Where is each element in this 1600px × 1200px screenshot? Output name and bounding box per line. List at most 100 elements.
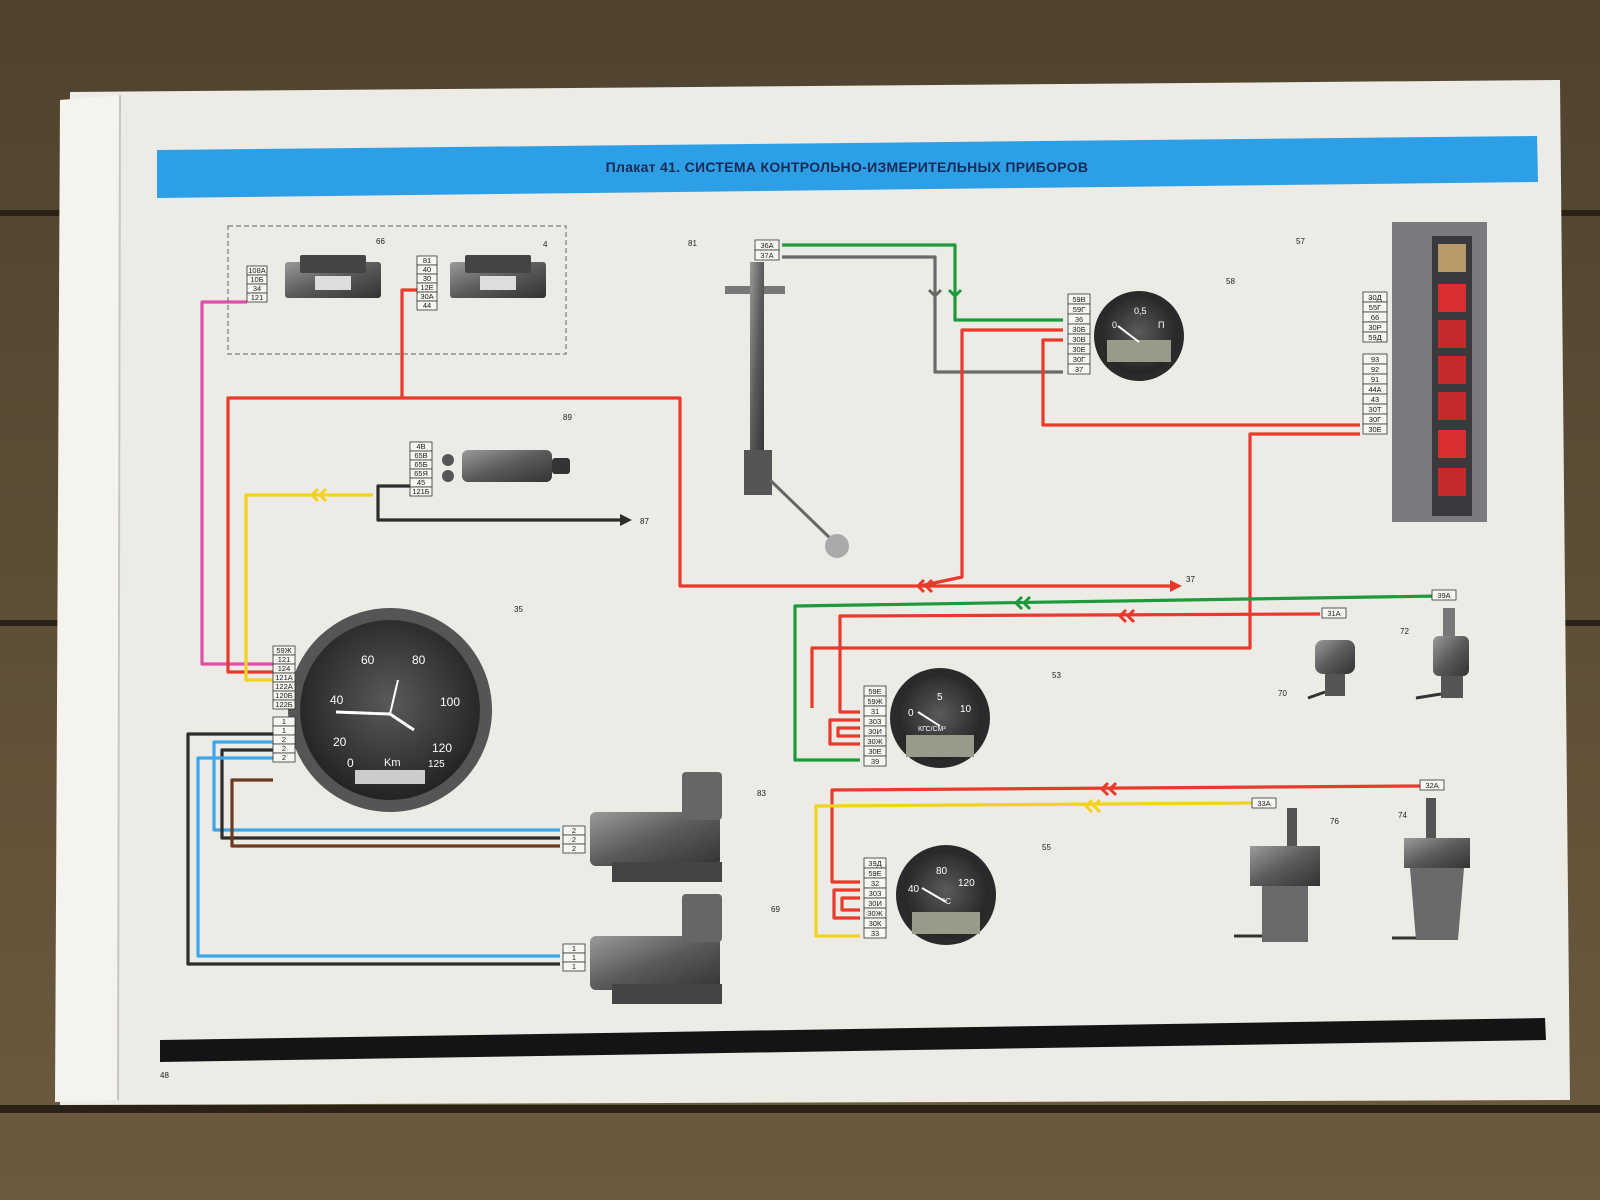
terminal-cell — [562, 843, 586, 854]
oil-pressure-warning-sensor-72: 72 — [1400, 608, 1469, 700]
terminal-label: 65Б — [414, 460, 427, 469]
terminal-tag-sensor76: 33А — [1251, 797, 1277, 809]
terminal-label: 59Д — [1368, 333, 1381, 342]
terminal-label: 93 — [1371, 355, 1379, 364]
bottom-rule-bar — [160, 1018, 1546, 1062]
sensor-76-stem — [1287, 808, 1297, 848]
gauge-55-lower-window — [912, 912, 980, 934]
speedometer-tick: 20 — [333, 735, 347, 749]
panel-57-lamp — [1438, 320, 1466, 348]
label-89: 89 — [563, 413, 572, 422]
arrow-green — [1021, 595, 1032, 611]
poster-paper — [60, 80, 1570, 1105]
terminal-label: 59В — [1072, 295, 1085, 304]
gauge-58-lower-window — [1107, 340, 1171, 362]
terminal-label: 43 — [1371, 395, 1379, 404]
wire-green-36 — [782, 243, 1063, 322]
gauge-58-tick: П — [1158, 320, 1164, 330]
terminal-label: 66 — [1371, 313, 1379, 322]
terminal-label: 32А — [1425, 781, 1438, 790]
temperature-sensor-76: 76 — [1234, 808, 1339, 942]
gauge-55-tick: 120 — [958, 878, 975, 889]
speedometer-tick: 80 — [412, 653, 426, 667]
gauge-53-needle — [917, 711, 941, 727]
terminal-cell — [1431, 589, 1457, 601]
label-66: 66 — [376, 237, 385, 246]
sensor-72-body — [1433, 636, 1469, 676]
wire-brown-83 — [230, 778, 560, 848]
terminal-label: 30З — [869, 889, 882, 898]
terminal-blocks: 108А10Б3412181403012Е30А4436А37А4В65В65Б… — [246, 239, 1457, 972]
wire-red-main — [226, 288, 417, 674]
terminal-label: 122Б — [275, 700, 293, 709]
terminal-label: 44 — [423, 301, 431, 310]
sensor-72-stem — [1443, 608, 1455, 638]
page-number: 48 — [160, 1071, 169, 1080]
wire-red-53-loop — [828, 718, 860, 746]
label-37: 37 — [1186, 575, 1195, 584]
wire-red-58 — [919, 328, 1063, 588]
terminal-label: 30А — [420, 292, 433, 301]
label-58: 58 — [1226, 277, 1235, 286]
warning-lamp-panel-57: 57 — [1296, 222, 1487, 522]
label-72: 72 — [1400, 627, 1409, 636]
sensor-70-thread — [1325, 674, 1345, 696]
label-81: 81 — [688, 239, 697, 248]
terminal-label: 39Д — [868, 859, 881, 868]
terminal-cell — [272, 752, 296, 763]
panel-57-lamp — [1438, 356, 1466, 384]
label-76: 76 — [1330, 817, 1339, 826]
sensor-74-nut — [1404, 838, 1470, 868]
sensor-83-body — [590, 812, 720, 866]
wire-dark-69 — [186, 732, 560, 966]
terminal-label: 2 — [282, 744, 286, 753]
sensor-74-body — [1410, 868, 1464, 940]
wire-arrows — [309, 288, 1136, 814]
arrow-red — [1099, 781, 1110, 797]
gauge-53-tick: 0 — [908, 708, 914, 719]
sensor-72-terminal — [1415, 692, 1442, 700]
terminal-label: 31 — [871, 707, 879, 716]
fuel-level-sensor-81: 81 — [688, 239, 849, 558]
terminal-label: 39 — [871, 757, 879, 766]
terminal-label: 92 — [1371, 365, 1379, 374]
terminal-label: 30Г — [1073, 355, 1085, 364]
speedometer-tick: 60 — [361, 653, 375, 667]
speedometer-tick: 125 — [428, 759, 445, 770]
gauge-53-tick: 5 — [937, 692, 943, 703]
sensor-69-base — [612, 984, 722, 1004]
terminal-label: 30И — [868, 899, 882, 908]
oil-pressure-sensor-70: 70 — [1278, 640, 1355, 700]
wire-blue-83 — [212, 740, 560, 832]
terminal-label: 40 — [423, 265, 431, 274]
terminal-cell — [562, 961, 586, 972]
speedometer-clock-hand — [389, 712, 415, 732]
terminal-label: 1 — [572, 953, 576, 962]
terminal-label: 30Ж — [867, 737, 882, 746]
speedometer-tick: 40 — [330, 693, 344, 707]
terminal-label: 34 — [253, 284, 261, 293]
gauge-53-tick: 10 — [960, 704, 972, 715]
terminal-cell — [863, 927, 887, 939]
sensor-76-thread — [1262, 886, 1308, 942]
fuel-gauge-58: 0 0,5 П 58 — [1094, 277, 1235, 381]
sensor-81-float — [825, 534, 849, 558]
sensor-72-thread — [1441, 676, 1463, 698]
terminal-label: 30Б — [1072, 325, 1085, 334]
title-banner — [157, 136, 1538, 198]
panel-57-lamp — [1438, 392, 1466, 420]
terminal-tag-sensor74: 32А — [1419, 779, 1445, 791]
terminal-label: 81 — [423, 256, 431, 265]
terminal-label: 121 — [251, 293, 264, 302]
terminal-label: 30Е — [1368, 425, 1381, 434]
terminal-label: 10Б — [250, 275, 263, 284]
terminal-label: 37А — [760, 251, 773, 260]
speed-sensor-69: 69 — [590, 894, 780, 1004]
sensor-76-nut — [1250, 846, 1320, 886]
terminal-label: 59Е — [868, 869, 881, 878]
relay-4: 4 — [450, 240, 548, 298]
